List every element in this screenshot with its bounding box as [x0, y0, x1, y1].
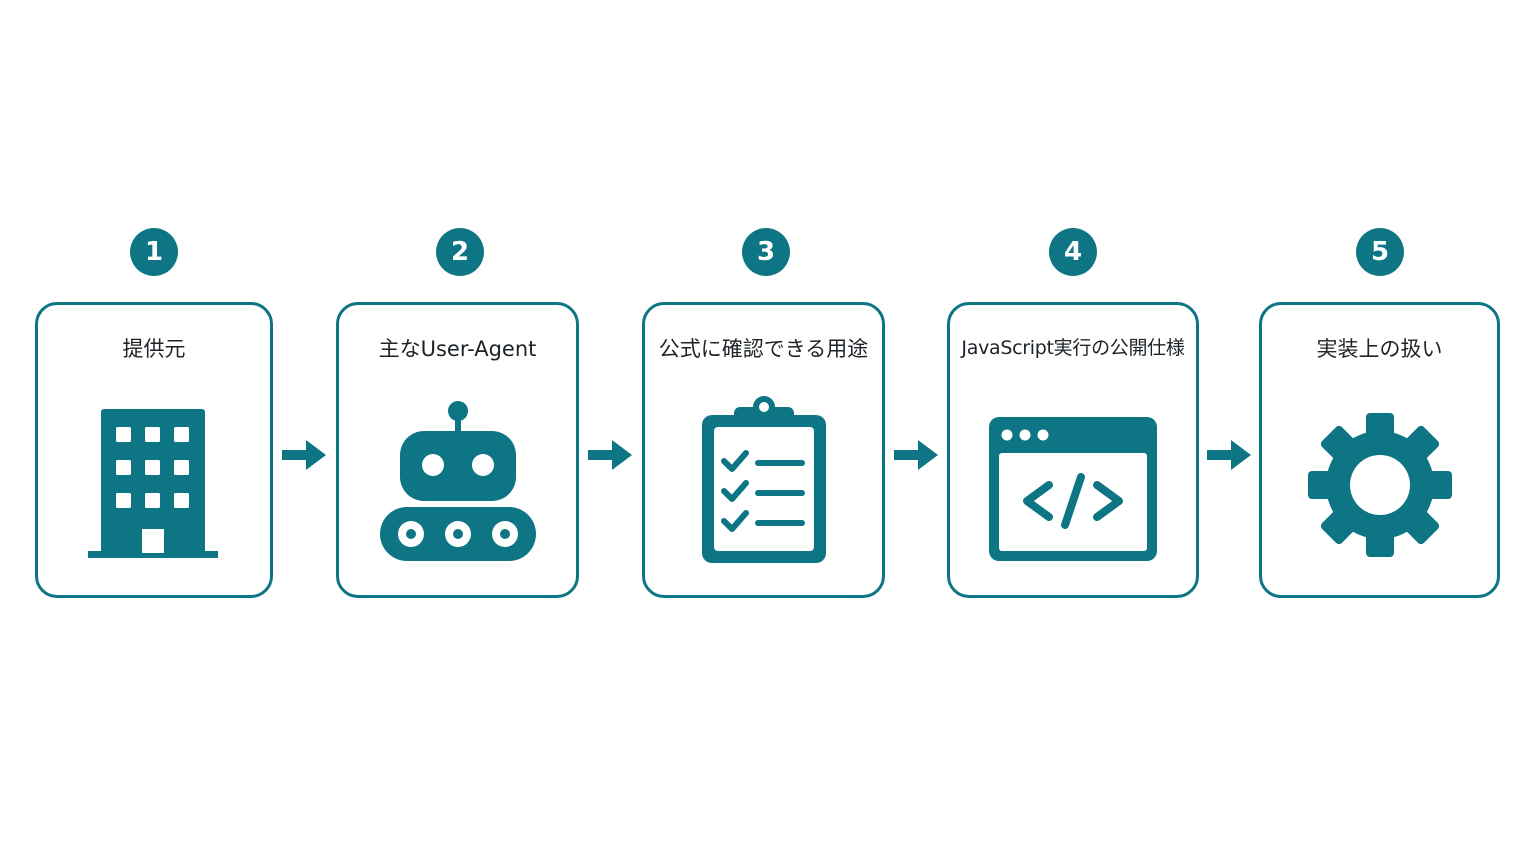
step-1-card: 提供元 — [35, 302, 273, 598]
step-1-badge: 1 — [130, 228, 178, 276]
step-3-badge: 3 — [742, 228, 790, 276]
step-2-card: 主なUser-Agent — [336, 302, 579, 598]
arrow-right-icon — [894, 440, 938, 470]
arrow-right-icon — [1207, 440, 1251, 470]
clipboard-checklist-icon — [701, 396, 826, 563]
step-3-card: 公式に確認できる用途 — [642, 302, 885, 598]
step-1-label: 提供元 — [122, 337, 186, 361]
building-icon — [88, 409, 218, 558]
step-2-badge: 2 — [436, 228, 484, 276]
arrow-right-icon — [588, 440, 632, 470]
code-window-icon — [989, 417, 1157, 561]
step-5-card: 実装上の扱い — [1259, 302, 1500, 598]
step-2-label: 主なUser-Agent — [378, 337, 537, 361]
arrow-right-icon — [282, 440, 326, 470]
step-4-label: JavaScript実行の公開仕様 — [961, 337, 1185, 359]
robot-icon — [379, 401, 536, 561]
step-5-badge: 5 — [1356, 228, 1404, 276]
step-3-label: 公式に確認できる用途 — [658, 337, 869, 361]
step-5-label: 実装上の扱い — [1316, 337, 1443, 361]
step-4-card: JavaScript実行の公開仕様 — [947, 302, 1199, 598]
step-4-badge: 4 — [1049, 228, 1097, 276]
gear-icon — [1307, 413, 1452, 557]
